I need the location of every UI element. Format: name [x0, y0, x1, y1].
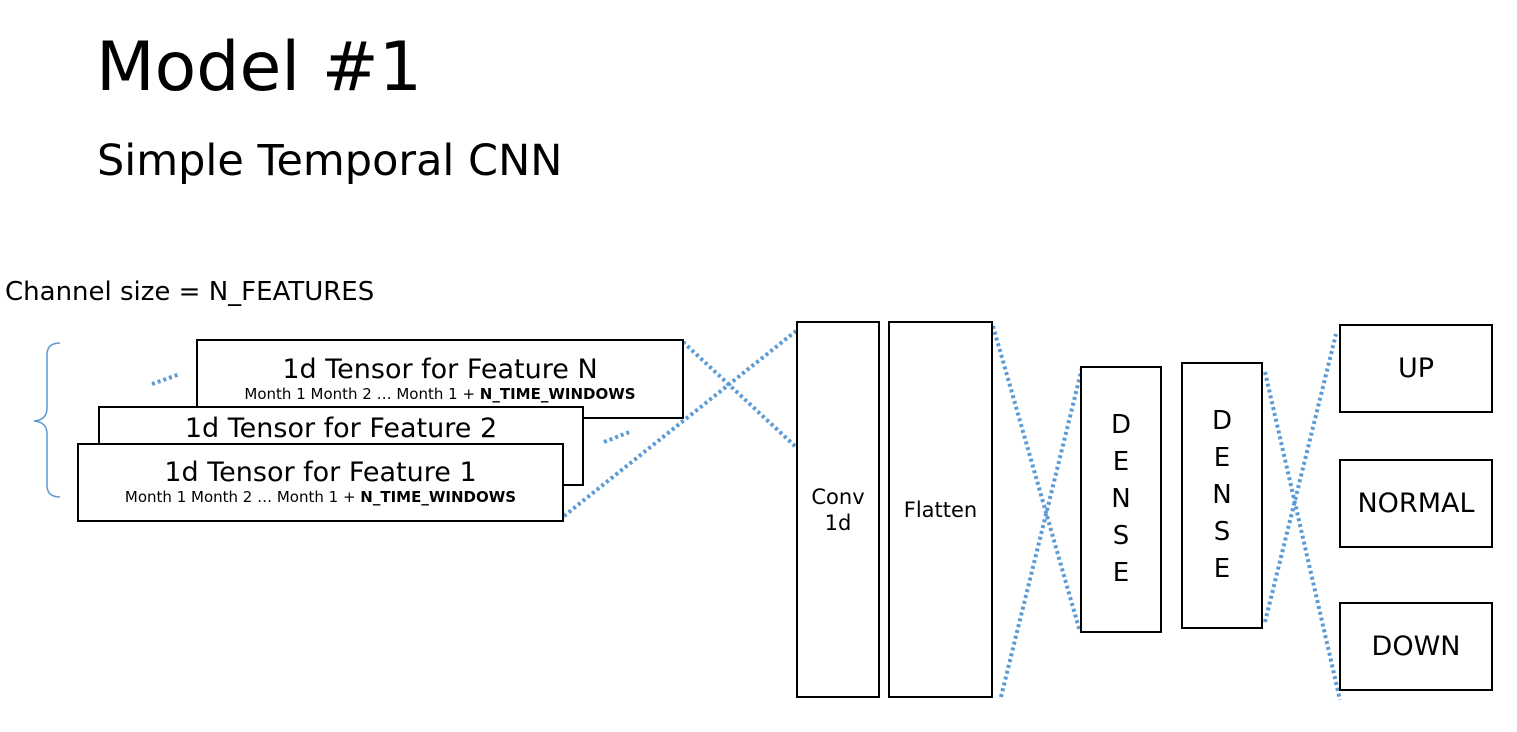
flatten-label: Flatten [903, 497, 978, 522]
dense2-letter: S [1213, 517, 1231, 547]
tensor-feature-n-title: 1d Tensor for Feature N [282, 354, 598, 385]
connector-dense2-output-a [1263, 371, 1342, 701]
output-normal-label: NORMAL [1357, 488, 1475, 519]
ellipsis-dots-mid [603, 429, 633, 444]
dense1-letter: S [1112, 521, 1130, 551]
dense1-letter: N [1111, 484, 1131, 514]
dense1-letter: E [1112, 447, 1130, 477]
tensor-feature-1-title: 1d Tensor for Feature 1 [164, 457, 477, 488]
tensor-feature-1-subtitle: Month 1 Month 2 … Month 1 + N_TIME_WINDO… [124, 488, 517, 506]
tensor-feature-n: 1d Tensor for Feature N Month 1 Month 2 … [196, 339, 684, 419]
connector-tensor1-conv [562, 329, 798, 518]
dense2-letter: D [1211, 406, 1233, 436]
output-normal: NORMAL [1339, 459, 1493, 548]
conv1d-label-line1: Conv [811, 484, 865, 509]
connector-dense2-output-b [1263, 333, 1338, 623]
conv1d-label-line2: 1d [824, 510, 852, 535]
output-down-label: DOWN [1371, 631, 1461, 662]
dense2-letter: E [1213, 443, 1231, 473]
conv1d-layer: Conv 1d [796, 321, 880, 698]
page-title: Model #1 [96, 28, 423, 107]
dense-layer-1: D E N S E [1080, 366, 1162, 633]
dense2-letter: N [1212, 480, 1232, 510]
dense-layer-2: D E N S E [1181, 362, 1263, 629]
page-subtitle: Simple Temporal CNN [97, 136, 563, 186]
connector-flatten-dense1-b [999, 367, 1084, 698]
dense1-letter: E [1112, 558, 1130, 588]
output-down: DOWN [1339, 602, 1493, 691]
dense1-letter: D [1110, 410, 1132, 440]
tensor-feature-1: 1d Tensor for Feature 1 Month 1 Month 2 … [77, 443, 564, 522]
flatten-layer: Flatten [888, 321, 993, 698]
tensor-feature-2-title: 1d Tensor for Feature 2 [184, 413, 498, 444]
dense2-letter: E [1213, 554, 1231, 584]
connector-tensorN-conv [681, 340, 798, 449]
channel-size-label: Channel size = N_FEATURES [5, 277, 375, 307]
tensor-feature-n-subtitle: Month 1 Month 2 … Month 1 + N_TIME_WINDO… [244, 385, 636, 403]
output-up-label: UP [1397, 353, 1435, 384]
connector-flatten-dense1-a [991, 325, 1082, 633]
channel-brace [33, 342, 61, 498]
ellipsis-dots-top [151, 372, 181, 386]
output-up: UP [1339, 324, 1493, 413]
